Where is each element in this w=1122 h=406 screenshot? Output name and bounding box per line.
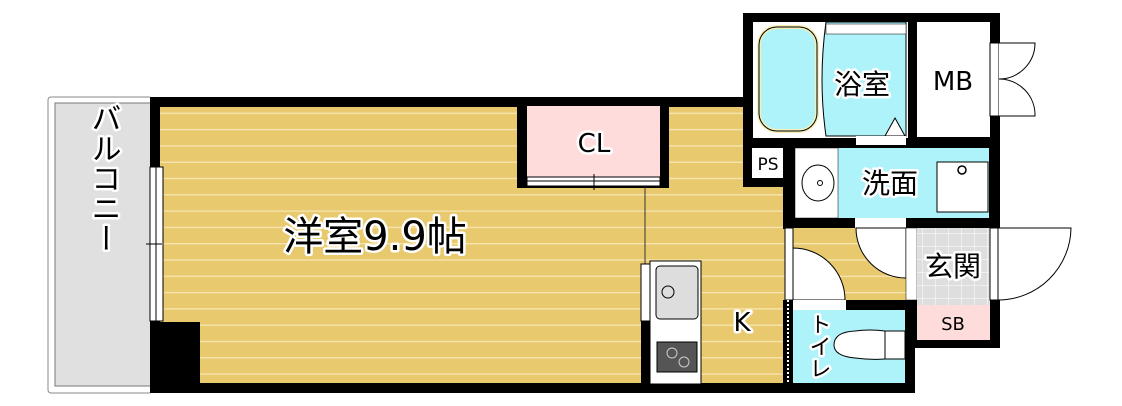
washroom: 洗面 bbox=[783, 145, 1000, 229]
closet: CL bbox=[517, 97, 669, 190]
bathroom: 浴室 bbox=[743, 13, 918, 150]
shoe-box-label: SB bbox=[941, 314, 965, 335]
toilet-label: トイレ bbox=[806, 313, 831, 379]
meter-box-label: MB bbox=[933, 67, 973, 97]
toilet-door[interactable] bbox=[792, 247, 846, 301]
washing-machine-icon bbox=[936, 161, 989, 213]
balcony-window bbox=[146, 166, 164, 322]
toilet: トイレ bbox=[783, 300, 915, 393]
kitchen-label: K bbox=[733, 308, 751, 338]
meter-box: MB bbox=[908, 13, 1000, 150]
bathtub-icon bbox=[757, 25, 819, 133]
shoe-box: SB bbox=[917, 305, 990, 340]
closet-label: CL bbox=[578, 129, 611, 159]
entrance-label: 玄関 bbox=[925, 250, 981, 283]
bathroom-label: 浴室 bbox=[834, 68, 890, 101]
washroom-label: 洗面 bbox=[862, 167, 918, 200]
balcony: バルコニー bbox=[47, 96, 153, 394]
balcony-label: バルコニー bbox=[86, 103, 121, 253]
pipe-space-label: PS bbox=[757, 155, 778, 175]
stove-icon bbox=[656, 341, 698, 373]
kitchen-counter bbox=[640, 260, 702, 385]
toilet-bowl-icon bbox=[833, 329, 906, 360]
main-room-label: 洋室9.9帖 bbox=[283, 214, 467, 260]
structural-column bbox=[150, 322, 200, 393]
meter-box-door[interactable] bbox=[998, 42, 1036, 117]
washroom-door[interactable] bbox=[855, 227, 907, 279]
sink-icon bbox=[655, 265, 699, 320]
entrance-door[interactable] bbox=[997, 227, 1072, 301]
